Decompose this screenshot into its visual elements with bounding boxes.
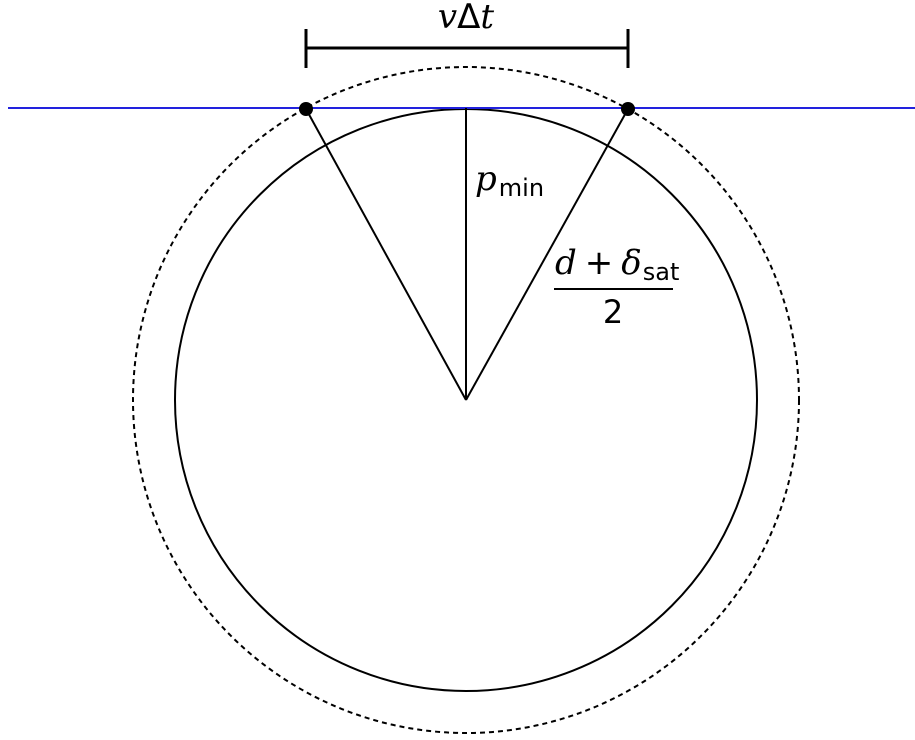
left-intersection-point: [299, 102, 313, 116]
fraction-numerator: d+δsat: [555, 243, 679, 286]
velocity-time-label: vΔt: [438, 0, 494, 37]
p-min-label: pmin: [475, 159, 544, 202]
dimension-bar: [304, 29, 630, 68]
left-radius-line: [305, 108, 467, 401]
radius-fraction-label: d+δsat 2: [554, 243, 679, 331]
right-radius-line: [465, 108, 629, 401]
fraction-denominator: 2: [603, 293, 623, 331]
right-intersection-point: [621, 102, 635, 116]
outer-dashed-circle: [132, 66, 800, 734]
